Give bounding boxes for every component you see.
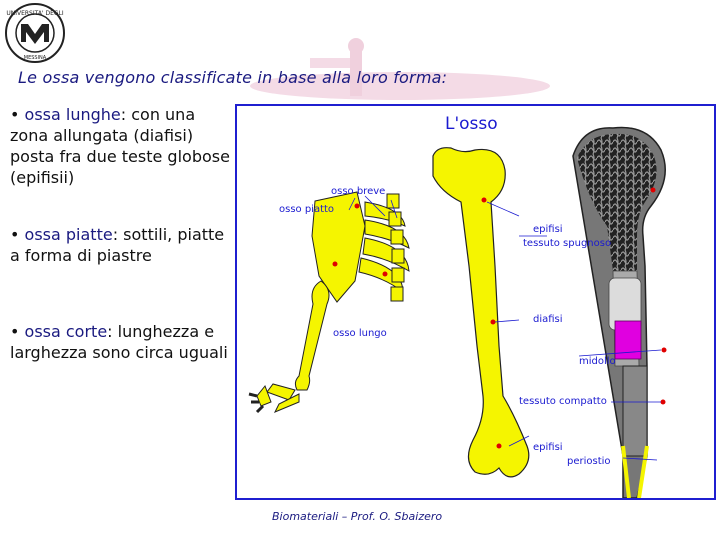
label-tessuto-spugnoso: tessuto spugnoso — [523, 238, 612, 249]
footer-credit: Biomateriali – Prof. O. Sbaizero — [272, 510, 443, 523]
long-bone-drawing — [432, 147, 530, 478]
label-leader-lines — [348, 195, 662, 461]
term-flat-bones: ossa piatte — [24, 225, 113, 244]
label-diafisi: diafisi — [533, 314, 563, 325]
page-heading: Le ossa vengono classificate in base all… — [18, 68, 448, 87]
text-flat-bones: : sottili, piatte a forma di piastre — [10, 225, 225, 265]
label-osso-breve: osso breve — [331, 186, 386, 197]
university-seal-logo: UNIVERSITA' DEGLI MESSINA — [5, 3, 65, 63]
label-osso-lungo: osso lungo — [333, 328, 387, 339]
paragraph-short-bones: • ossa corte: lunghezza e larghezza sono… — [10, 322, 228, 362]
label-tessuto-compatto: tessuto compatto — [519, 396, 607, 407]
text-long-bones: : con una zona allungata (diafisi) posta… — [10, 105, 230, 187]
term-short-bones: ossa corte — [24, 322, 108, 341]
label-epifisi-bottom: epifisi — [533, 442, 563, 453]
skeleton-arm-drawing — [248, 191, 410, 414]
label-periostio: periostio — [567, 456, 611, 467]
watermark-decoration — [250, 38, 550, 100]
svg-text:MESSINA: MESSINA — [24, 55, 47, 61]
svg-text:UNIVERSITA' DEGLI: UNIVERSITA' DEGLI — [6, 10, 64, 17]
bone-illustration — [248, 126, 667, 498]
label-osso-piatto: osso piatto — [279, 204, 335, 215]
text-short-bones: : lunghezza e larghezza sono circa ugual… — [10, 322, 228, 362]
label-midollo: midollo — [579, 356, 616, 367]
paragraph-long-bones: • ossa lunghe: con una zona allungata (d… — [10, 105, 230, 187]
paragraph-flat-bones: • ossa piatte: sottili, piatte a forma d… — [10, 225, 225, 265]
term-long-bones: ossa lunghe — [24, 105, 121, 124]
label-epifisi-top: epifisi — [533, 224, 563, 235]
bone-section-drawing — [572, 126, 666, 498]
bone-figure: L'osso osso breve osso piatto osso lungo… — [235, 104, 716, 500]
figure-title: L'osso — [445, 114, 498, 134]
